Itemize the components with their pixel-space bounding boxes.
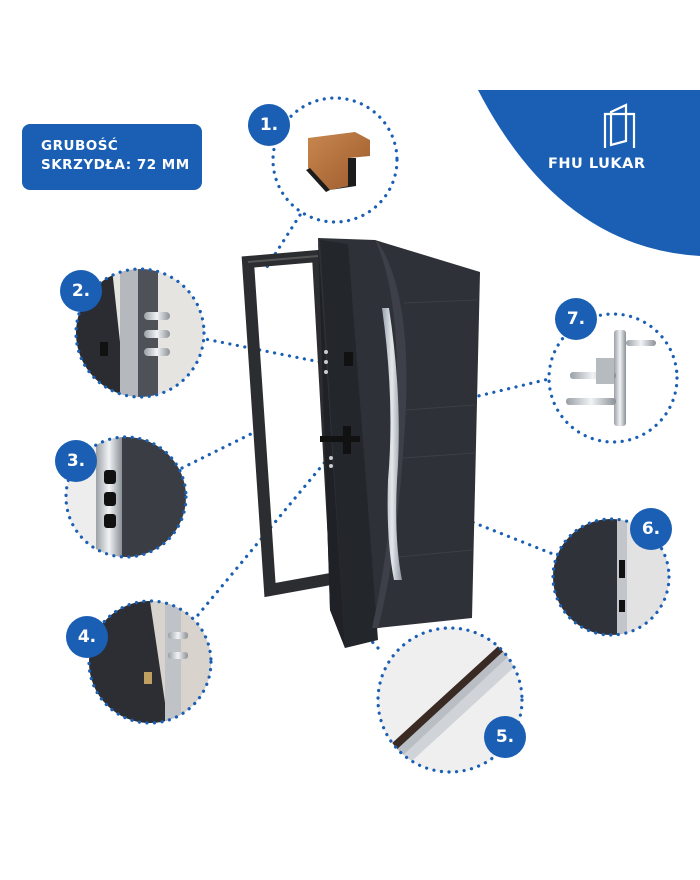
thickness-badge: GRUBOŚĆ SKRZYDŁA: 72 MM	[22, 124, 202, 190]
number-badge-3: 3.	[55, 440, 97, 482]
door-leaf	[318, 238, 480, 648]
number-badge-1: 1.	[248, 104, 290, 146]
number-badge-5: 5.	[484, 716, 526, 758]
thickness-line-2: SKRZYDŁA: 72 MM	[41, 157, 190, 173]
number-badge-2: 2.	[60, 270, 102, 312]
detail-circle-7	[547, 312, 679, 444]
detail-circle-6	[551, 517, 671, 637]
number-badge-6: 6.	[630, 508, 672, 550]
thickness-line-1: GRUBOŚĆ	[41, 138, 119, 154]
number-badge-4: 4.	[66, 616, 108, 658]
detail-circle-5	[376, 626, 524, 774]
number-badge-7: 7.	[555, 298, 597, 340]
brand-logo-text: FHU LUKAR	[548, 156, 646, 172]
door-logo-icon	[603, 103, 636, 148]
detail-circle-1	[271, 96, 399, 224]
detail-circle-4	[87, 599, 213, 725]
logo-corner-shape	[478, 90, 700, 256]
